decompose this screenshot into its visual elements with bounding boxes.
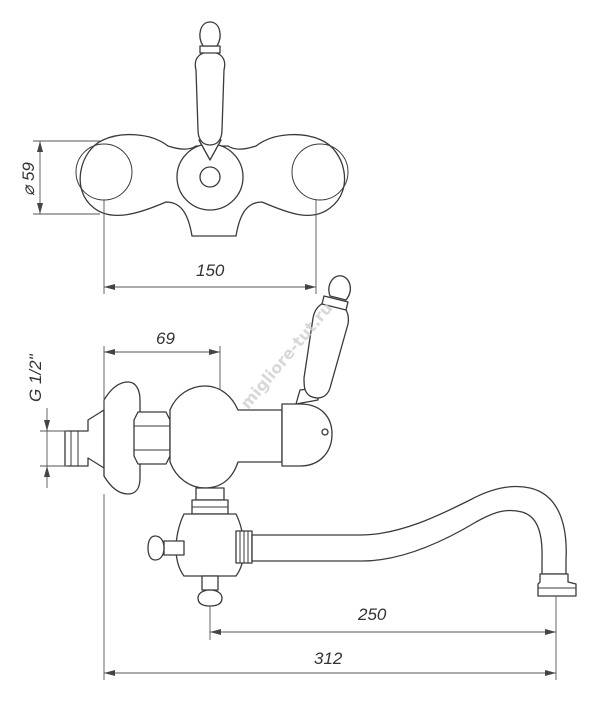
arrow-reach-right xyxy=(545,629,556,635)
diverter-bottom-knob xyxy=(197,589,223,607)
arrow-reach-left xyxy=(210,629,221,635)
arrow-diam-top xyxy=(37,141,43,152)
arrow-total-left xyxy=(104,670,115,676)
cartridge-dot xyxy=(321,428,329,436)
arrow-width-right xyxy=(305,284,316,290)
side-handle-collar xyxy=(321,295,349,311)
diverter-body xyxy=(175,513,245,577)
diverter-left-knob xyxy=(147,535,165,561)
dim-label-total: 312 xyxy=(314,649,343,668)
spout-aerator xyxy=(537,573,577,597)
dim-label-offset: 69 xyxy=(156,329,175,348)
arrow-total-right xyxy=(545,670,556,676)
diverter-left-stem xyxy=(163,540,185,556)
cartridge-dome xyxy=(281,403,333,467)
side-handle-knob xyxy=(328,275,352,301)
top-handle-knob xyxy=(199,21,221,47)
top-view: ⌀ 59 150 xyxy=(19,21,349,294)
top-handle-collar xyxy=(199,45,221,54)
diverter-bottom-stem xyxy=(201,575,219,591)
hex-nut xyxy=(133,411,171,465)
arrow-offset-right xyxy=(209,349,220,355)
dim-label-thread: G 1/2" xyxy=(26,353,45,402)
arrow-thread-top xyxy=(44,420,50,431)
wall-flange xyxy=(103,381,141,495)
dim-label-diameter: ⌀ 59 xyxy=(19,162,38,196)
arrow-offset-left xyxy=(104,349,115,355)
spout-tube xyxy=(251,485,567,575)
arrow-width-left xyxy=(104,284,115,290)
dim-label-reach: 250 xyxy=(357,605,387,624)
dim-label-width: 150 xyxy=(196,261,225,280)
right-rosette-circle xyxy=(291,143,349,201)
valve-body xyxy=(169,385,283,489)
lower-neck xyxy=(195,487,225,501)
top-handle-lever xyxy=(194,51,226,146)
arrow-diam-bottom xyxy=(37,203,43,214)
side-view: G 1/2" 69 250 312 xyxy=(26,275,577,680)
center-hub-inner xyxy=(199,166,221,188)
arrow-thread-bottom xyxy=(44,466,50,477)
